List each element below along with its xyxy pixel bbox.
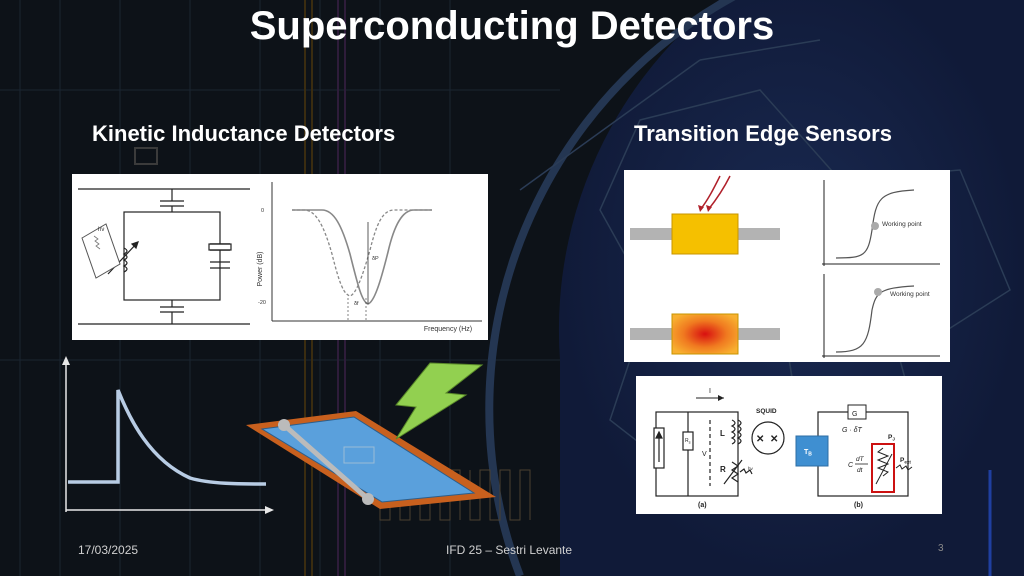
dT-label: dT — [856, 456, 865, 463]
inductor-label: L — [720, 429, 725, 438]
tes-circuit-panel: I SQUID ✕ ✕ L V R Rs hν (a) TB G G · δT … — [636, 376, 942, 514]
external-power-label: Pext — [900, 457, 911, 465]
x-axis-label: Frequency (Hz) — [424, 326, 472, 333]
y-tick-minus20: -20 — [258, 300, 266, 306]
joule-power-label: PJ — [888, 434, 895, 442]
kid-diagram: hν 0 -20 Power (dB) Frequency (Hz) δP δf — [78, 182, 482, 333]
dt-label: dt — [857, 467, 864, 474]
squid-junction-2: ✕ — [770, 434, 778, 445]
tes-readout-circuit: I SQUID ✕ ✕ L V R Rs hν (a) TB G G · δT … — [653, 388, 913, 509]
detector-membrane — [260, 416, 476, 503]
voltage-label: V — [702, 451, 707, 458]
working-point-label-2: Working point — [890, 291, 930, 298]
tes-diagram: Working point Working point — [630, 175, 940, 358]
readout-circuit-a — [653, 411, 785, 497]
shift-label: δf — [354, 301, 359, 307]
page-number: 3 — [938, 543, 944, 554]
thermal-circuit-b: TB G G · δT C dT dt PJ Pext (b) — [795, 404, 913, 509]
depth-label: δP — [372, 256, 379, 262]
kid-heading: Kinetic Inductance Detectors — [92, 121, 396, 146]
shunt-label: Rs — [685, 438, 691, 445]
slide-title: Superconducting Detectors — [249, 4, 775, 48]
footer-center: IFD 25 – Sestri Levante — [446, 543, 573, 557]
photon-label: hν — [98, 227, 104, 233]
detector-illustration — [246, 362, 496, 509]
bath-label: TB — [804, 449, 812, 458]
heat-capacity-label: C — [848, 462, 854, 469]
resistor-label: R — [720, 465, 726, 474]
tes-heading: Transition Edge Sensors — [634, 121, 892, 146]
photon-label-a: hν — [748, 466, 754, 471]
tes-absorber-cold — [630, 175, 780, 255]
caption-b: (b) — [854, 502, 863, 509]
tes-absorber-heated — [630, 313, 780, 355]
tes-transition-plots: Working point Working point — [822, 180, 940, 358]
squid-label: SQUID — [756, 408, 777, 415]
kid-panel: hν 0 -20 Power (dB) Frequency (Hz) δP δf — [72, 174, 488, 340]
y-axis-label: Power (dB) — [257, 251, 264, 286]
lightning-bolt — [395, 362, 484, 440]
photon-input-box: hν — [81, 223, 121, 279]
squid-junction-1: ✕ — [756, 434, 764, 445]
footer-date: 17/03/2025 — [78, 543, 139, 557]
g-label: G — [852, 411, 857, 418]
caption-a: (a) — [698, 502, 707, 509]
resonance-curve-solid — [292, 209, 432, 305]
pulse-plot — [62, 356, 274, 514]
tes-panel: Working point Working point — [624, 170, 950, 362]
y-tick-0: 0 — [261, 208, 264, 214]
pulse-signal-line — [68, 389, 267, 486]
g-dt-label: G · δT — [842, 427, 863, 434]
current-label: I — [709, 388, 711, 395]
resonance-curve-dashed — [292, 209, 432, 297]
working-point-label-1: Working point — [882, 221, 922, 228]
resonance-plot: 0 -20 Power (dB) Frequency (Hz) δP δf — [257, 182, 482, 333]
lc-resonator-circuit — [78, 188, 250, 325]
